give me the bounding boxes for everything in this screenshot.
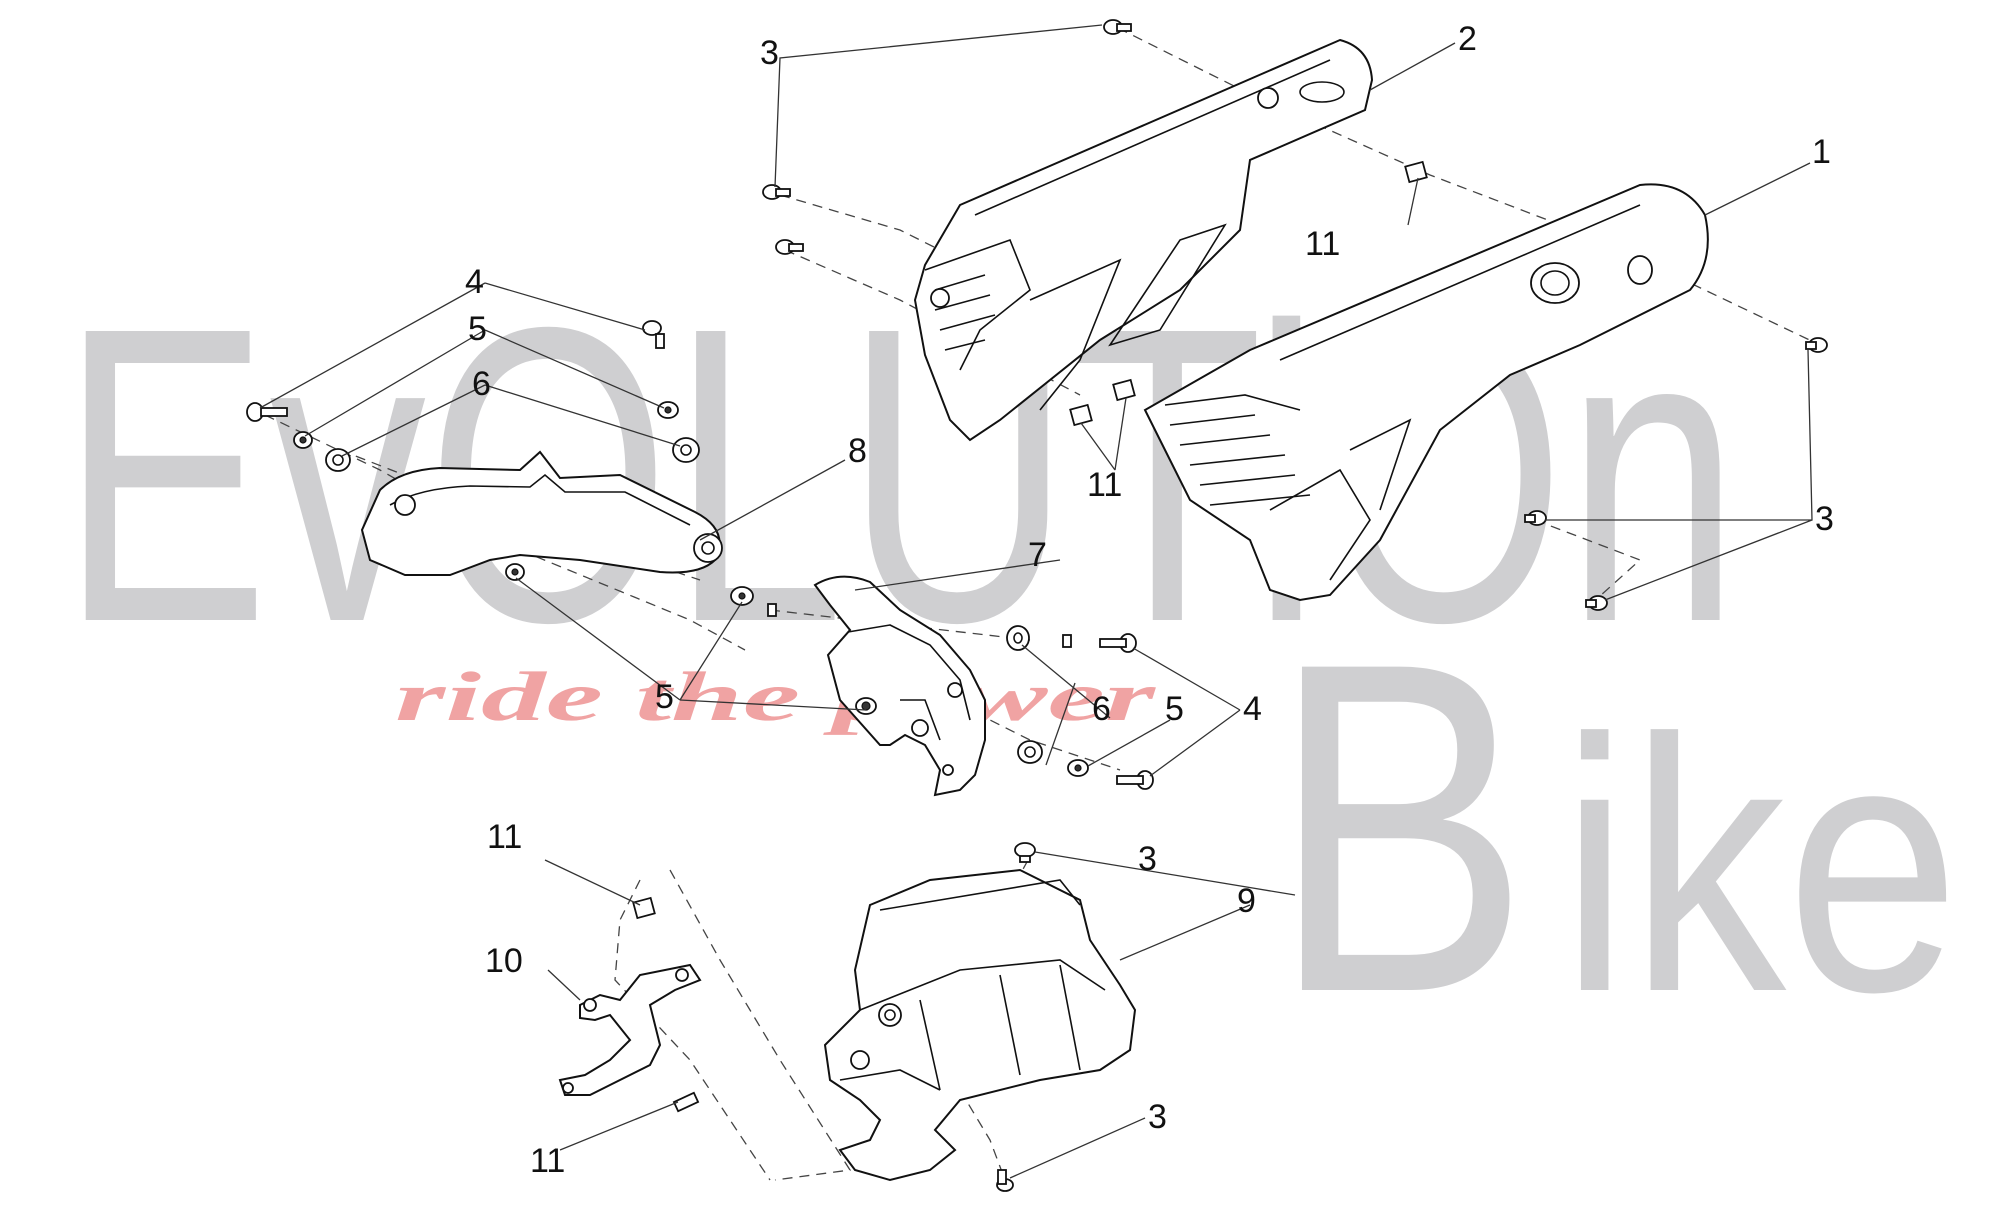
screw <box>996 1169 1014 1192</box>
callout-3: 3 <box>1815 500 1834 538</box>
washer <box>1067 759 1089 777</box>
pin <box>1062 634 1072 648</box>
callout-7: 7 <box>1028 536 1047 574</box>
callout-6: 6 <box>1092 690 1111 728</box>
speed-nut <box>1069 403 1093 427</box>
watermark-ike: ike <box>1560 665 1960 1067</box>
speed-nut <box>672 1091 700 1113</box>
callout-3: 3 <box>1148 1098 1167 1136</box>
bracket <box>558 963 702 1096</box>
dash-line <box>669 869 852 1181</box>
screw <box>1805 337 1828 353</box>
callout-11: 11 <box>1305 225 1340 263</box>
screw <box>762 184 791 200</box>
pin <box>767 603 777 617</box>
washer <box>855 697 877 715</box>
callout-11: 11 <box>530 1142 565 1180</box>
grommet <box>1006 625 1030 651</box>
callout-5: 5 <box>655 678 674 716</box>
callout-3: 3 <box>1138 840 1157 878</box>
heat-shield-left <box>360 450 723 576</box>
callout-8: 8 <box>848 432 867 470</box>
callout-4: 4 <box>1243 690 1262 728</box>
callout-4: 4 <box>465 263 484 301</box>
bolt <box>1116 770 1154 790</box>
grommet <box>1017 740 1043 764</box>
callout-numbers: 1 2 3 3 3 3 4 4 5 5 5 6 6 7 8 9 10 11 11… <box>465 20 1834 1180</box>
dash-line <box>1117 27 1821 346</box>
dash-line <box>779 194 961 261</box>
dash-line <box>769 609 1031 641</box>
side-cover-upper <box>913 38 1374 442</box>
callout-10: 10 <box>485 942 523 980</box>
bolt <box>1099 633 1137 653</box>
bolt <box>246 402 288 422</box>
speed-nut <box>1404 160 1428 184</box>
callout-6: 6 <box>472 365 491 403</box>
dash-line <box>264 414 746 651</box>
dash-line <box>1534 519 1642 606</box>
grommet <box>325 448 351 472</box>
callout-3: 3 <box>760 34 779 72</box>
callout-5: 5 <box>468 310 487 348</box>
dash-line <box>614 879 771 1181</box>
screw <box>1103 19 1132 35</box>
grommet <box>672 437 700 463</box>
leader-lines <box>259 24 1813 1179</box>
hardware <box>246 19 1828 1192</box>
screw <box>1585 595 1608 611</box>
speed-nut <box>632 896 656 920</box>
dash-line <box>959 1089 1006 1181</box>
callout-11: 11 <box>487 818 522 856</box>
heat-shield-center <box>813 575 986 797</box>
callout-1: 1 <box>1812 133 1831 171</box>
washer <box>505 563 525 581</box>
callout-11: 11 <box>1087 466 1122 504</box>
washer <box>657 401 679 419</box>
screw <box>775 239 804 255</box>
screw <box>1524 510 1547 526</box>
callout-2: 2 <box>1458 20 1477 58</box>
watermark-tagline: ride the power <box>395 659 1156 736</box>
screw <box>1014 842 1036 863</box>
silencer-cover <box>823 868 1137 1182</box>
side-cover-lower <box>1143 183 1709 602</box>
callout-5: 5 <box>1165 690 1184 728</box>
callout-9: 9 <box>1237 882 1256 920</box>
watermark-b: B <box>1270 565 1530 1090</box>
bolt <box>642 320 665 349</box>
speed-nut <box>1112 378 1136 402</box>
washer <box>730 586 754 606</box>
washer <box>293 431 313 449</box>
